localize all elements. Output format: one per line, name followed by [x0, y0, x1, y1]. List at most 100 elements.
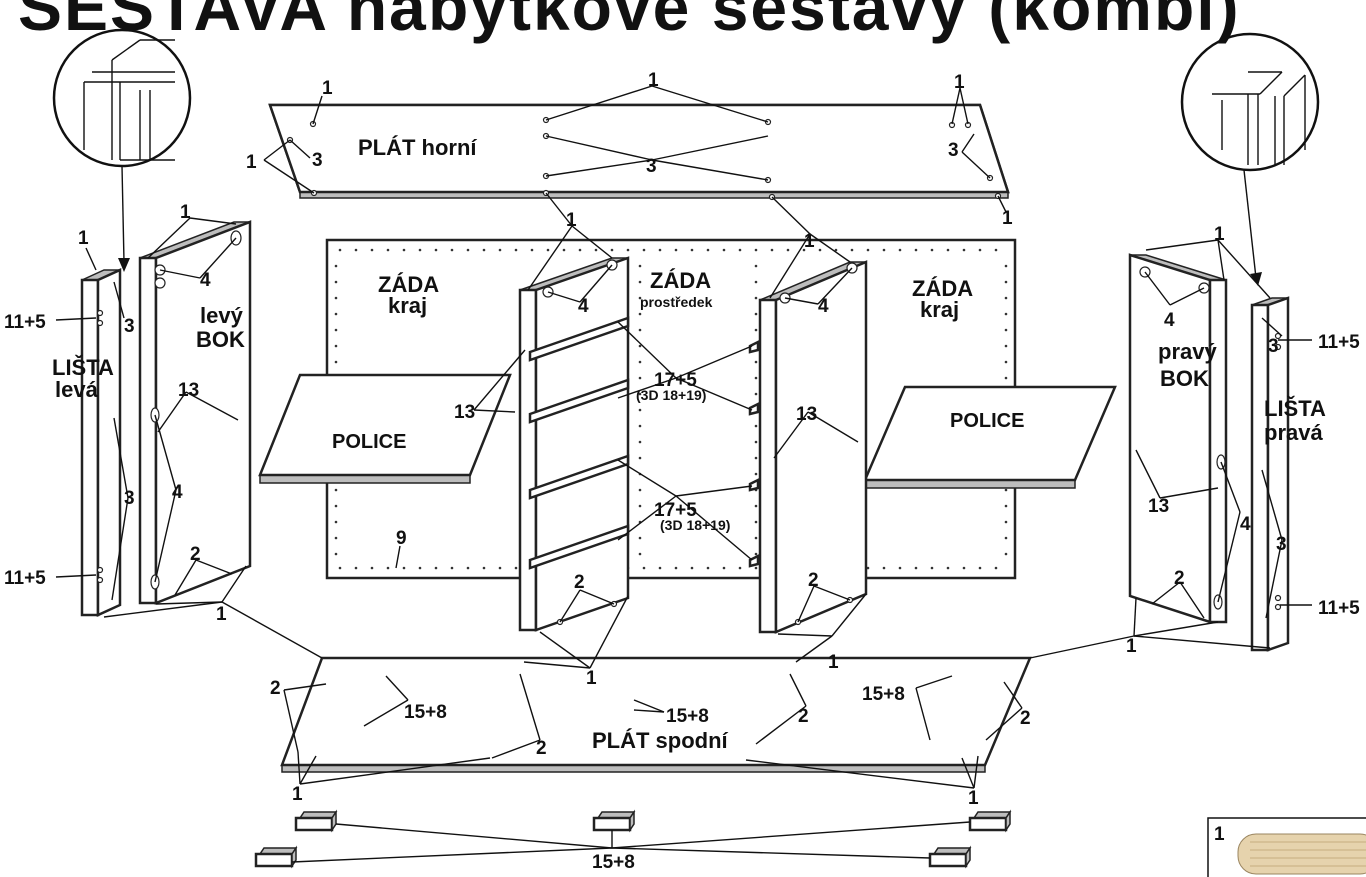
back-panel-hole: [334, 488, 338, 492]
back-panel-hole: [638, 504, 642, 508]
part-number-label: 1: [648, 70, 659, 91]
feet: [254, 809, 1012, 869]
back-panel-hole: [594, 248, 598, 252]
back-panel-hole: [642, 248, 646, 252]
back-panel-hole: [638, 376, 642, 380]
back-panel-hole: [1004, 504, 1008, 508]
part-number-label: 15+8: [862, 684, 905, 705]
back-panel-hole: [754, 376, 758, 380]
part-number-label: 15+8: [592, 852, 635, 873]
back-panel-hole: [334, 504, 338, 508]
back-panel-hole: [1004, 344, 1008, 348]
part-number-label: 3: [312, 150, 323, 171]
back-panel-hole: [578, 248, 582, 252]
left-strip: LIŠTA levá: [52, 268, 122, 617]
back-panel-hole: [914, 248, 918, 252]
left-strip-label-1: LIŠTA: [52, 355, 114, 380]
part-number-label: 2: [190, 544, 201, 565]
part-number-label: 1: [78, 228, 89, 249]
back-panel-hole: [482, 248, 486, 252]
part-number-label: 4: [172, 482, 183, 503]
back-panel-hole: [370, 248, 374, 252]
part-number-label: 1: [1002, 208, 1013, 229]
back-panel-hole: [1004, 536, 1008, 540]
part-number-label: 17+5: [654, 500, 697, 521]
back-panel-hole: [530, 248, 534, 252]
part-number-label: 9: [396, 528, 407, 549]
back-panel-hole: [882, 248, 886, 252]
part-number-label: 2: [798, 706, 809, 727]
part-number-label: 2: [536, 738, 547, 759]
back-panel-hole: [738, 566, 742, 570]
right-side-label-2: BOK: [1160, 366, 1209, 391]
top-plate-label: PLÁT horní: [358, 135, 477, 160]
back-right-label-2: kraj: [920, 297, 959, 322]
left-side-label-1: levý: [200, 303, 244, 328]
back-panel-hole: [914, 566, 918, 570]
part-number-label: 15+8: [666, 706, 709, 727]
back-panel-hole: [962, 566, 966, 570]
back-mid-label-2: prostředek: [640, 294, 713, 310]
back-panel-hole: [638, 392, 642, 396]
part-number-label: 3: [1268, 336, 1279, 357]
part-number-label: 2: [270, 678, 281, 699]
shelf-right: POLICE: [863, 385, 1117, 489]
back-panel-hole: [898, 248, 902, 252]
back-panel-hole: [754, 312, 758, 316]
back-panel-hole: [850, 248, 854, 252]
part-number-label: 2: [1020, 708, 1031, 729]
back-panel-hole: [450, 248, 454, 252]
part-number-label: 11+5: [4, 568, 46, 589]
part-number-label: 1: [566, 210, 577, 231]
part-number-label: 1: [968, 788, 979, 809]
left-side-label-2: BOK: [196, 327, 245, 352]
back-panel-hole: [882, 566, 886, 570]
back-panel-hole: [1004, 328, 1008, 332]
back-panel-hole: [498, 566, 502, 570]
back-panel-hole: [754, 392, 758, 396]
back-panel-hole: [642, 566, 646, 570]
back-panel-hole: [658, 248, 662, 252]
part-number-label: 3: [124, 316, 135, 337]
back-panel-hole: [802, 248, 806, 252]
back-panel-hole: [754, 536, 758, 540]
back-panel-hole: [338, 248, 342, 252]
part-number-label: 15+8: [404, 702, 447, 723]
back-panel-hole: [754, 472, 758, 476]
back-panel-hole: [638, 360, 642, 364]
back-panel-hole: [978, 248, 982, 252]
back-panel-hole: [386, 248, 390, 252]
back-panel-hole: [978, 566, 982, 570]
right-side-panel: pravý BOK: [1128, 253, 1228, 624]
detail-circle-left: [52, 28, 192, 168]
back-panel-hole: [754, 280, 758, 284]
part-number-label: 13: [1148, 496, 1169, 517]
detail-circle-right: [1180, 32, 1320, 172]
back-left-label-1: ZÁDA: [378, 272, 439, 297]
back-panel-hole: [754, 360, 758, 364]
left-strip-label-2: levá: [55, 377, 99, 402]
part-number-label: 2: [808, 570, 819, 591]
back-panel-hole: [1004, 264, 1008, 268]
back-panel-hole: [434, 566, 438, 570]
part-number-label: 1: [804, 231, 815, 252]
back-panel-hole: [334, 520, 338, 524]
back-panel-hole: [770, 248, 774, 252]
bottom-plate: PLÁT spodní: [280, 656, 1032, 773]
partition-right: [758, 260, 868, 634]
back-panel-hole: [386, 566, 390, 570]
back-panel-hole: [638, 424, 642, 428]
back-panel-hole: [690, 248, 694, 252]
part-number-label: 2: [1174, 568, 1185, 589]
leader-lines: [55, 85, 1312, 863]
back-panel-hole: [514, 248, 518, 252]
rails: [528, 316, 760, 570]
back-right-label-1: ZÁDA: [912, 276, 973, 301]
back-panel-hole: [638, 328, 642, 332]
back-panel-hole: [866, 566, 870, 570]
shelf-left: POLICE: [258, 373, 512, 484]
back-panel-hole: [638, 536, 642, 540]
back-panel-hole: [754, 504, 758, 508]
back-panel-hole: [638, 296, 642, 300]
